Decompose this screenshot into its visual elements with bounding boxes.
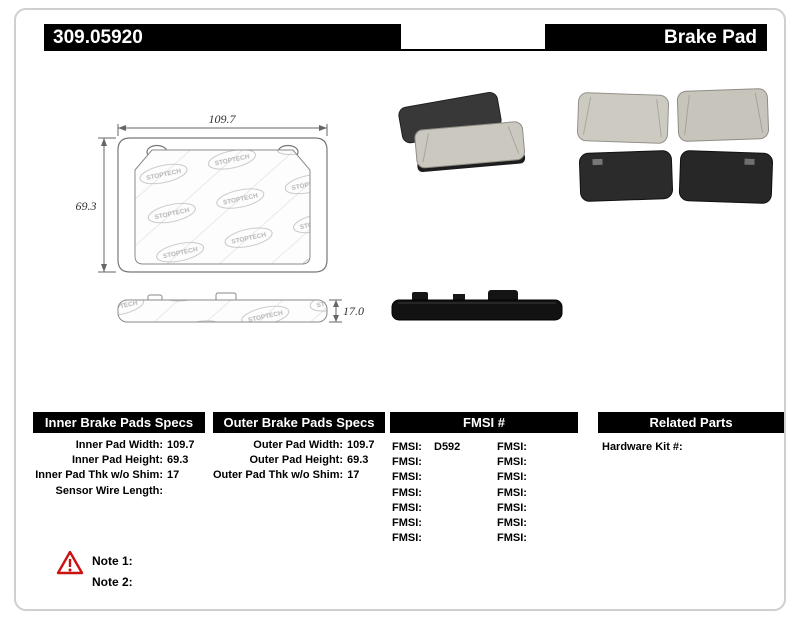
- spec-value: 109.7: [167, 439, 195, 451]
- related-parts-header: Related Parts: [598, 412, 784, 433]
- fmsi-label: FMSI:: [392, 441, 422, 453]
- fmsi-row: FMSI:: [497, 486, 539, 501]
- notes-section: Note 1: Note 2:: [92, 551, 133, 593]
- spec-label: Outer Pad Width:: [253, 439, 343, 451]
- fmsi-label: FMSI:: [392, 532, 422, 545]
- related-parts-list: Hardware Kit #:: [602, 440, 687, 455]
- side-view-drawing: [117, 292, 328, 323]
- inner-specs-header: Inner Brake Pads Specs: [33, 412, 205, 433]
- inner-specs-title: Inner Brake Pads Specs: [44, 415, 194, 430]
- spec-row: Outer Pad Thk w/o Shim: 17: [213, 468, 375, 483]
- height-dimension-label: 69.3: [76, 199, 97, 213]
- fmsi-row: FMSI:: [497, 470, 539, 485]
- spec-value: 69.3: [167, 454, 189, 467]
- fmsi-row: FMSI:: [497, 455, 539, 470]
- fmsi-title: FMSI #: [463, 415, 505, 430]
- spec-label: Inner Pad Width:: [75, 439, 163, 451]
- technical-drawing: STOPTECH 109.7 69.3 17.0: [76, 112, 364, 323]
- related-row: Hardware Kit #:: [602, 440, 687, 455]
- note-2: Note 2:: [92, 575, 133, 589]
- spec-value: 17: [347, 469, 360, 482]
- dimension-width: [117, 124, 328, 136]
- spec-row: Outer Pad Height: 69.3: [213, 453, 375, 468]
- fmsi-row: FMSI:: [392, 501, 460, 516]
- fmsi-row: FMSI:: [392, 470, 460, 485]
- warning-icon: [56, 550, 84, 575]
- width-dimension-label: 109.7: [209, 112, 237, 126]
- spec-label: Inner Pad Height:: [71, 454, 163, 467]
- spec-label: Inner Pad Thk w/o Shim:: [35, 469, 163, 482]
- fmsi-list-2: FMSI: FMSI: FMSI: FMSI: FMSI: FMSI: FMSI…: [497, 440, 539, 546]
- fmsi-row: FMSI:: [392, 455, 460, 470]
- product-title-bar: Brake Pad: [545, 24, 767, 51]
- fmsi-row: FMSI:: [497, 440, 539, 455]
- fmsi-value: D592: [434, 441, 461, 453]
- spec-value: 17: [167, 469, 180, 482]
- fmsi-label: FMSI:: [497, 486, 527, 499]
- outer-specs-title: Outer Brake Pads Specs: [223, 415, 375, 430]
- fmsi-label: FMSI:: [497, 441, 527, 453]
- fmsi-label: FMSI:: [392, 486, 422, 499]
- fmsi-label: FMSI:: [392, 501, 422, 514]
- fmsi-row: FMSI:: [392, 486, 460, 501]
- fmsi-label: FMSI:: [392, 471, 422, 484]
- fmsi-label: FMSI:: [497, 532, 527, 545]
- spec-row: Outer Pad Width: 109.7: [213, 438, 375, 453]
- fmsi-label: FMSI:: [392, 517, 422, 530]
- pad-side-profile-photo: [391, 290, 563, 321]
- spec-label: Outer Pad Thk w/o Shim:: [213, 469, 344, 482]
- spec-value: 109.7: [347, 439, 375, 451]
- fmsi-header: FMSI #: [390, 412, 578, 433]
- friction-material-area: [134, 149, 311, 265]
- fmsi-label: FMSI:: [497, 517, 527, 530]
- dimension-thickness: [329, 299, 342, 323]
- note-1: Note 1:: [92, 554, 133, 568]
- fmsi-label: FMSI:: [497, 456, 527, 469]
- related-label: Hardware Kit #:: [602, 441, 683, 453]
- product-title: Brake Pad: [664, 26, 757, 48]
- dimension-height: [98, 137, 116, 273]
- spec-row: Inner Pad Height: 69.3: [33, 453, 195, 468]
- spec-row: Inner Pad Thk w/o Shim: 17: [33, 468, 195, 483]
- inner-specs-list: Inner Pad Width: 109.7 Inner Pad Height:…: [33, 438, 195, 499]
- related-parts-title: Related Parts: [649, 415, 733, 430]
- fmsi-row: FMSI:: [392, 516, 460, 531]
- thickness-dimension-label: 17.0: [343, 304, 364, 318]
- fmsi-label: FMSI:: [497, 501, 527, 514]
- pad-photo-set: [576, 88, 774, 204]
- outer-specs-list: Outer Pad Width: 109.7 Outer Pad Height:…: [213, 438, 375, 484]
- fmsi-row: FMSI:: [497, 531, 539, 546]
- fmsi-row: FMSI: D592: [392, 440, 460, 455]
- fmsi-label: FMSI:: [497, 471, 527, 484]
- part-number: 309.05920: [53, 26, 143, 48]
- product-photos: [391, 88, 774, 321]
- fmsi-list-1: FMSI: D592 FMSI: FMSI: FMSI: FMSI: FMSI:…: [392, 440, 460, 546]
- spec-value: 69.3: [347, 454, 369, 467]
- spec-row: Sensor Wire Length:: [33, 484, 195, 499]
- pad-photo-pair: [398, 92, 526, 173]
- fmsi-row: FMSI:: [497, 516, 539, 531]
- spec-label: Sensor Wire Length:: [55, 484, 163, 497]
- outer-specs-header: Outer Brake Pads Specs: [213, 412, 385, 433]
- fmsi-label: FMSI:: [392, 456, 422, 469]
- spec-row: Inner Pad Width: 109.7: [33, 438, 195, 453]
- part-number-bar: 309.05920: [44, 24, 401, 51]
- spec-label: Outer Pad Height:: [249, 454, 343, 467]
- fmsi-row: FMSI:: [392, 531, 460, 546]
- fmsi-row: FMSI:: [497, 501, 539, 516]
